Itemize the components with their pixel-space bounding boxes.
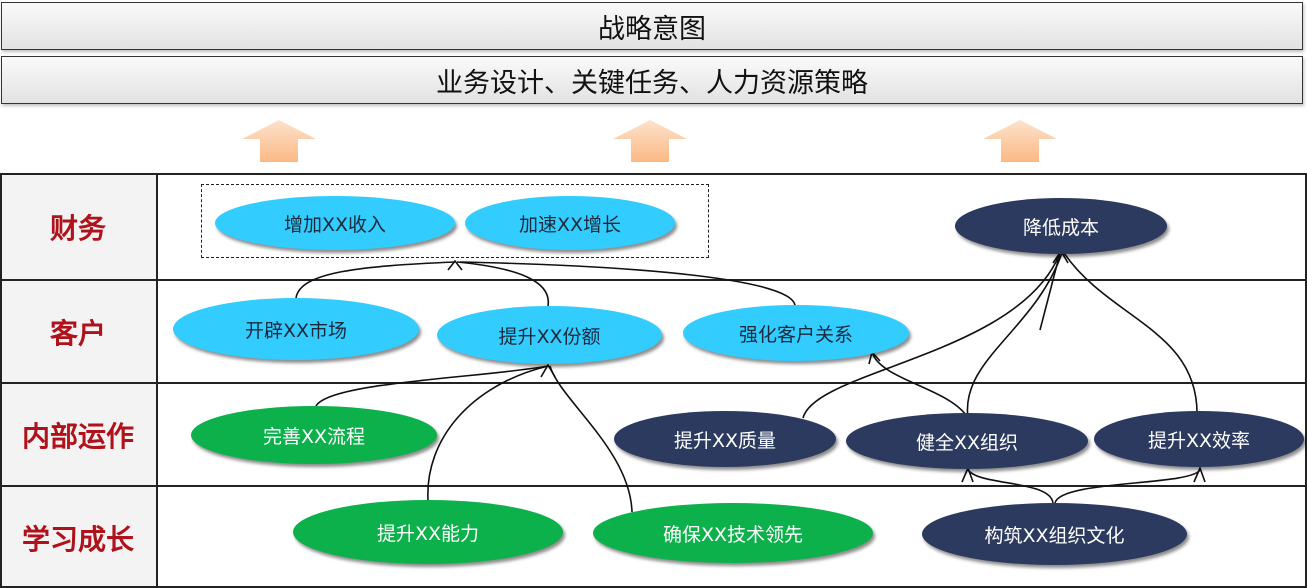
row-label-learning-growth: 学习成长 <box>0 487 158 588</box>
up-arrow-icon <box>613 120 687 162</box>
node-build-organization: 健全XX组织 <box>846 413 1088 469</box>
node-tech-leadership: 确保XX技术领先 <box>593 503 873 563</box>
up-arrow-icon <box>242 120 316 162</box>
node-open-market: 开辟XX市场 <box>173 298 419 360</box>
row-label-customer: 客户 <box>0 281 158 382</box>
node-label: 增加XX收入 <box>283 213 387 236</box>
node-label: 开辟XX市场 <box>244 319 348 342</box>
business-design-title: 业务设计、关键任务、人力资源策略 <box>436 67 868 99</box>
node-label: 强化客户关系 <box>738 323 853 346</box>
node-increase-income: 增加XX收入 <box>215 196 455 250</box>
node-label: 提升XX份额 <box>498 325 601 348</box>
row-internal-operations: 内部运作 <box>0 382 1307 485</box>
node-accelerate-growth: 加速XX增长 <box>465 196 675 250</box>
revenue-group-box <box>201 184 709 258</box>
node-label: 降低成本 <box>1022 216 1099 239</box>
node-label: 健全XX组织 <box>915 431 1019 454</box>
up-arrow-icon <box>983 120 1057 162</box>
node-improve-process: 完善XX流程 <box>191 406 437 464</box>
node-label: 确保XX技术领先 <box>662 523 804 546</box>
node-customer-relations: 强化客户关系 <box>683 305 909 361</box>
row-learning-growth: 学习成长 <box>0 485 1307 588</box>
node-org-culture: 构筑XX组织文化 <box>922 503 1187 565</box>
node-label: 加速XX增长 <box>518 213 622 236</box>
node-label: 提升XX能力 <box>376 522 480 545</box>
node-label: 构筑XX组织文化 <box>984 524 1125 547</box>
row-label-internal-operations: 内部运作 <box>0 384 158 485</box>
row-label-finance: 财务 <box>0 175 158 279</box>
node-label: 完善XX流程 <box>262 425 366 448</box>
strategic-intent-banner: 战略意图 <box>1 2 1303 50</box>
node-reduce-cost: 降低成本 <box>955 198 1167 254</box>
node-label: 提升XX质量 <box>673 429 777 452</box>
node-label: 提升XX效率 <box>1147 429 1251 452</box>
node-raise-share: 提升XX份额 <box>437 306 662 364</box>
node-improve-quality: 提升XX质量 <box>614 411 836 467</box>
node-improve-efficiency: 提升XX效率 <box>1094 411 1304 467</box>
business-design-banner: 业务设计、关键任务、人力资源策略 <box>1 56 1303 104</box>
node-improve-ability: 提升XX能力 <box>293 500 563 564</box>
strategic-intent-title: 战略意图 <box>598 13 706 45</box>
